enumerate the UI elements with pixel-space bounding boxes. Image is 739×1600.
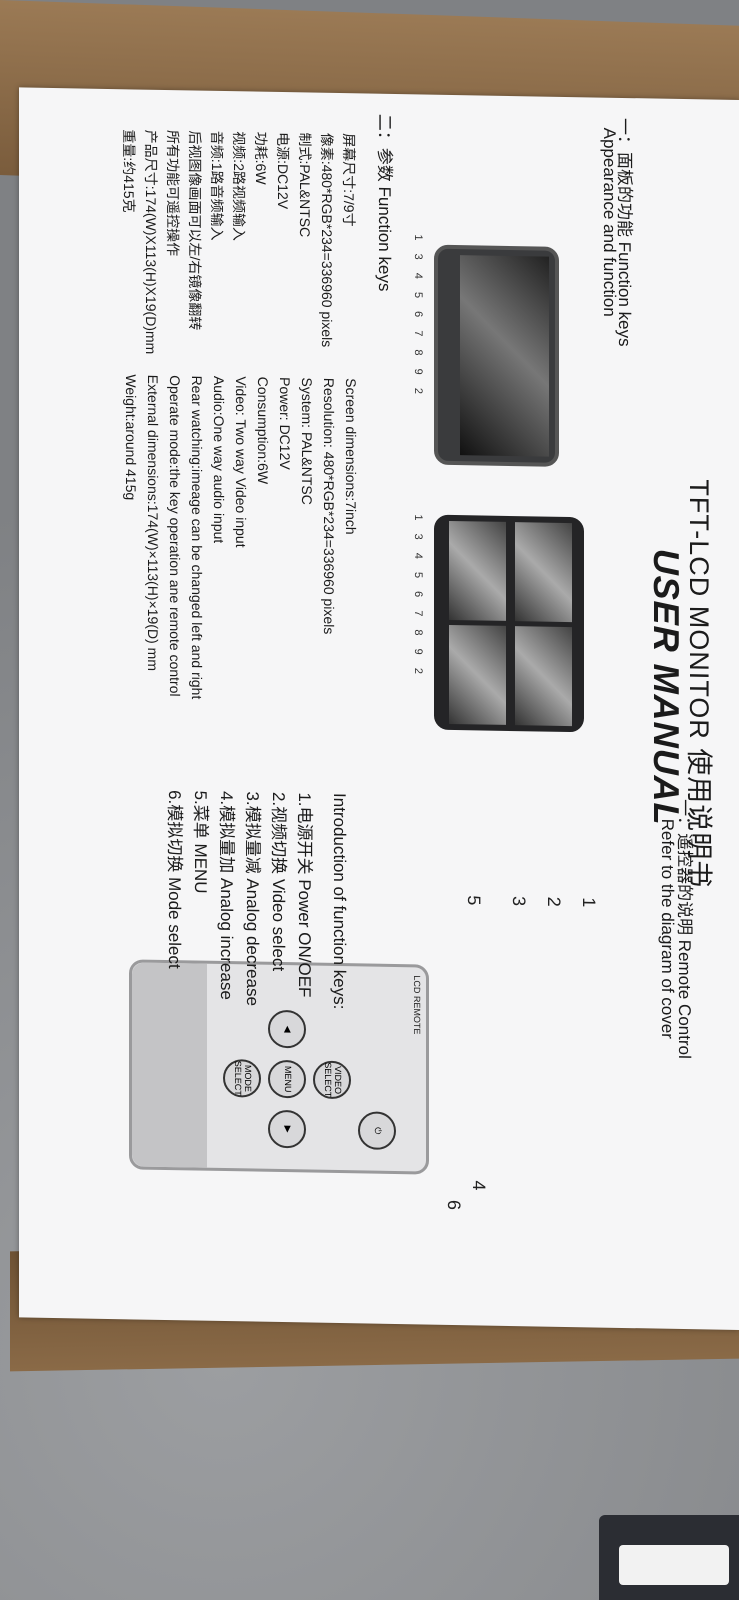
- spec-en: Rear watching:imeage can be changed left…: [189, 375, 205, 700]
- spec-en: Consumption:6W: [255, 376, 271, 485]
- intro-heading: Introduction of function keys:: [330, 792, 349, 1010]
- spec-en: Screen dimensions:7inch: [343, 378, 359, 535]
- spec-cn: 像素:480*RGB*234=336960 pixels: [319, 132, 335, 348]
- left-arrow-icon: ◀: [268, 1009, 306, 1049]
- spec-en: Video: Two way Video input: [233, 376, 249, 548]
- spec-en: Operate mode:the key operation ane remot…: [167, 375, 183, 697]
- intro-item: 2.视频切换 Video select: [269, 791, 288, 972]
- remote-label: LCD REMOTE: [412, 975, 422, 1035]
- spec-cn: 制式:PAL&NTSC: [297, 132, 313, 238]
- spec-cn: 所有功能可遥控操作: [165, 129, 181, 257]
- manual-title-bold: USER MANUAL: [646, 548, 687, 827]
- spec-cn: 视频:2路视频输入: [231, 131, 247, 242]
- mode-select-button: MODE SELECT: [223, 1058, 261, 1098]
- callout-1: 1: [579, 897, 599, 908]
- spec-en: Power: DC12V: [277, 376, 293, 470]
- section1-subheading: Appearance and function: [600, 127, 619, 317]
- intro-item: 6.模拟切换 Mode select: [165, 789, 184, 969]
- callout-2: 2: [544, 896, 564, 907]
- spec-en: Audio:One way audio input: [211, 375, 227, 544]
- monitor-front-image: [434, 244, 559, 467]
- intro-item: 3.模拟量减 Analog decrease: [243, 791, 262, 1007]
- section2-heading: 二：参数 Function keys: [375, 113, 394, 292]
- user-manual-sheet: TFT-LCD MONITOR 使用说明书 USER MANUAL 一：面板的功…: [19, 87, 739, 1330]
- callout-4: 4: [469, 1180, 489, 1191]
- spec-en: Weight:around 415g: [123, 374, 139, 501]
- menu-button: MENU: [268, 1059, 306, 1099]
- spec-cn: 屏幕尺寸:7/9寸: [341, 133, 357, 227]
- spec-cn: 电源:DC12V: [275, 131, 291, 210]
- spec-cn: 产品尺寸:174(W)X113(H)X19(D)mm: [143, 129, 159, 355]
- right-arrow-icon: ▶: [268, 1109, 306, 1149]
- spec-cn: 音频:1路音频输入: [209, 130, 225, 241]
- callout-3: 3: [509, 895, 529, 907]
- spec-cn: 功耗:6W: [253, 131, 269, 185]
- monitor-quad-view-image: [434, 514, 584, 733]
- remote-control-diagram: LCD REMOTE ⏻ VIDEO SELECT ▶ MENU ◀ MODE …: [129, 959, 429, 1175]
- intro-item: 1.电源开关 Power ON/OEF: [295, 792, 314, 998]
- intro-item: 4.模拟量加 Analog increase: [217, 790, 236, 1001]
- remote-heading: 一：遥控器的说明 Remote Control: [675, 798, 694, 1059]
- callout-5: 5: [464, 895, 484, 906]
- intro-item: 5.菜单 MENU: [191, 790, 210, 894]
- monitor1-key-numbers: 1 3 4 5 6 7 8 9 2: [412, 234, 424, 400]
- spec-en: External dimensions:174(W)×113(H)×19(D) …: [145, 374, 161, 672]
- spec-en: System: PAL&NTSC: [299, 377, 315, 505]
- spec-en: Resolution: 480*RGB*234=336960 pixels: [321, 377, 337, 635]
- callout-6: 6: [444, 1199, 464, 1211]
- remote-subheading: Refer to the diagram of cover: [658, 818, 677, 1040]
- power-icon: ⏻: [358, 1111, 396, 1151]
- video-select-button: VIDEO SELECT: [313, 1060, 351, 1100]
- spec-cn: 重量:约415克: [121, 129, 137, 213]
- monitor2-key-numbers: 1 3 4 5 6 7 8 9 2: [412, 514, 424, 680]
- bag-label: [619, 1545, 729, 1585]
- spec-cn: 后视图像画面可以左/右镜像翻转: [187, 130, 203, 331]
